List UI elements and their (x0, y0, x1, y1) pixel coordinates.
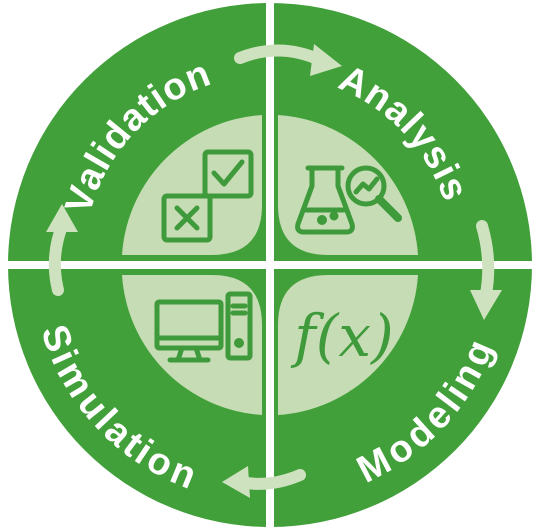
quadrant-bottom-right (278, 275, 418, 415)
function-icon: f(x) (290, 302, 393, 370)
arrow-right (476, 220, 495, 300)
arrowhead-top (310, 44, 342, 76)
arrowhead-bottom (222, 466, 250, 498)
checkbox-icon (161, 149, 254, 243)
arrowhead-left (46, 204, 78, 232)
flask-magnifier-chart-icon (295, 165, 402, 235)
arrow-top (234, 44, 326, 66)
computer-icon (154, 291, 253, 363)
arrowhead-right (470, 290, 502, 320)
arrow-left (48, 220, 68, 296)
horizontal-divider (0, 261, 539, 269)
